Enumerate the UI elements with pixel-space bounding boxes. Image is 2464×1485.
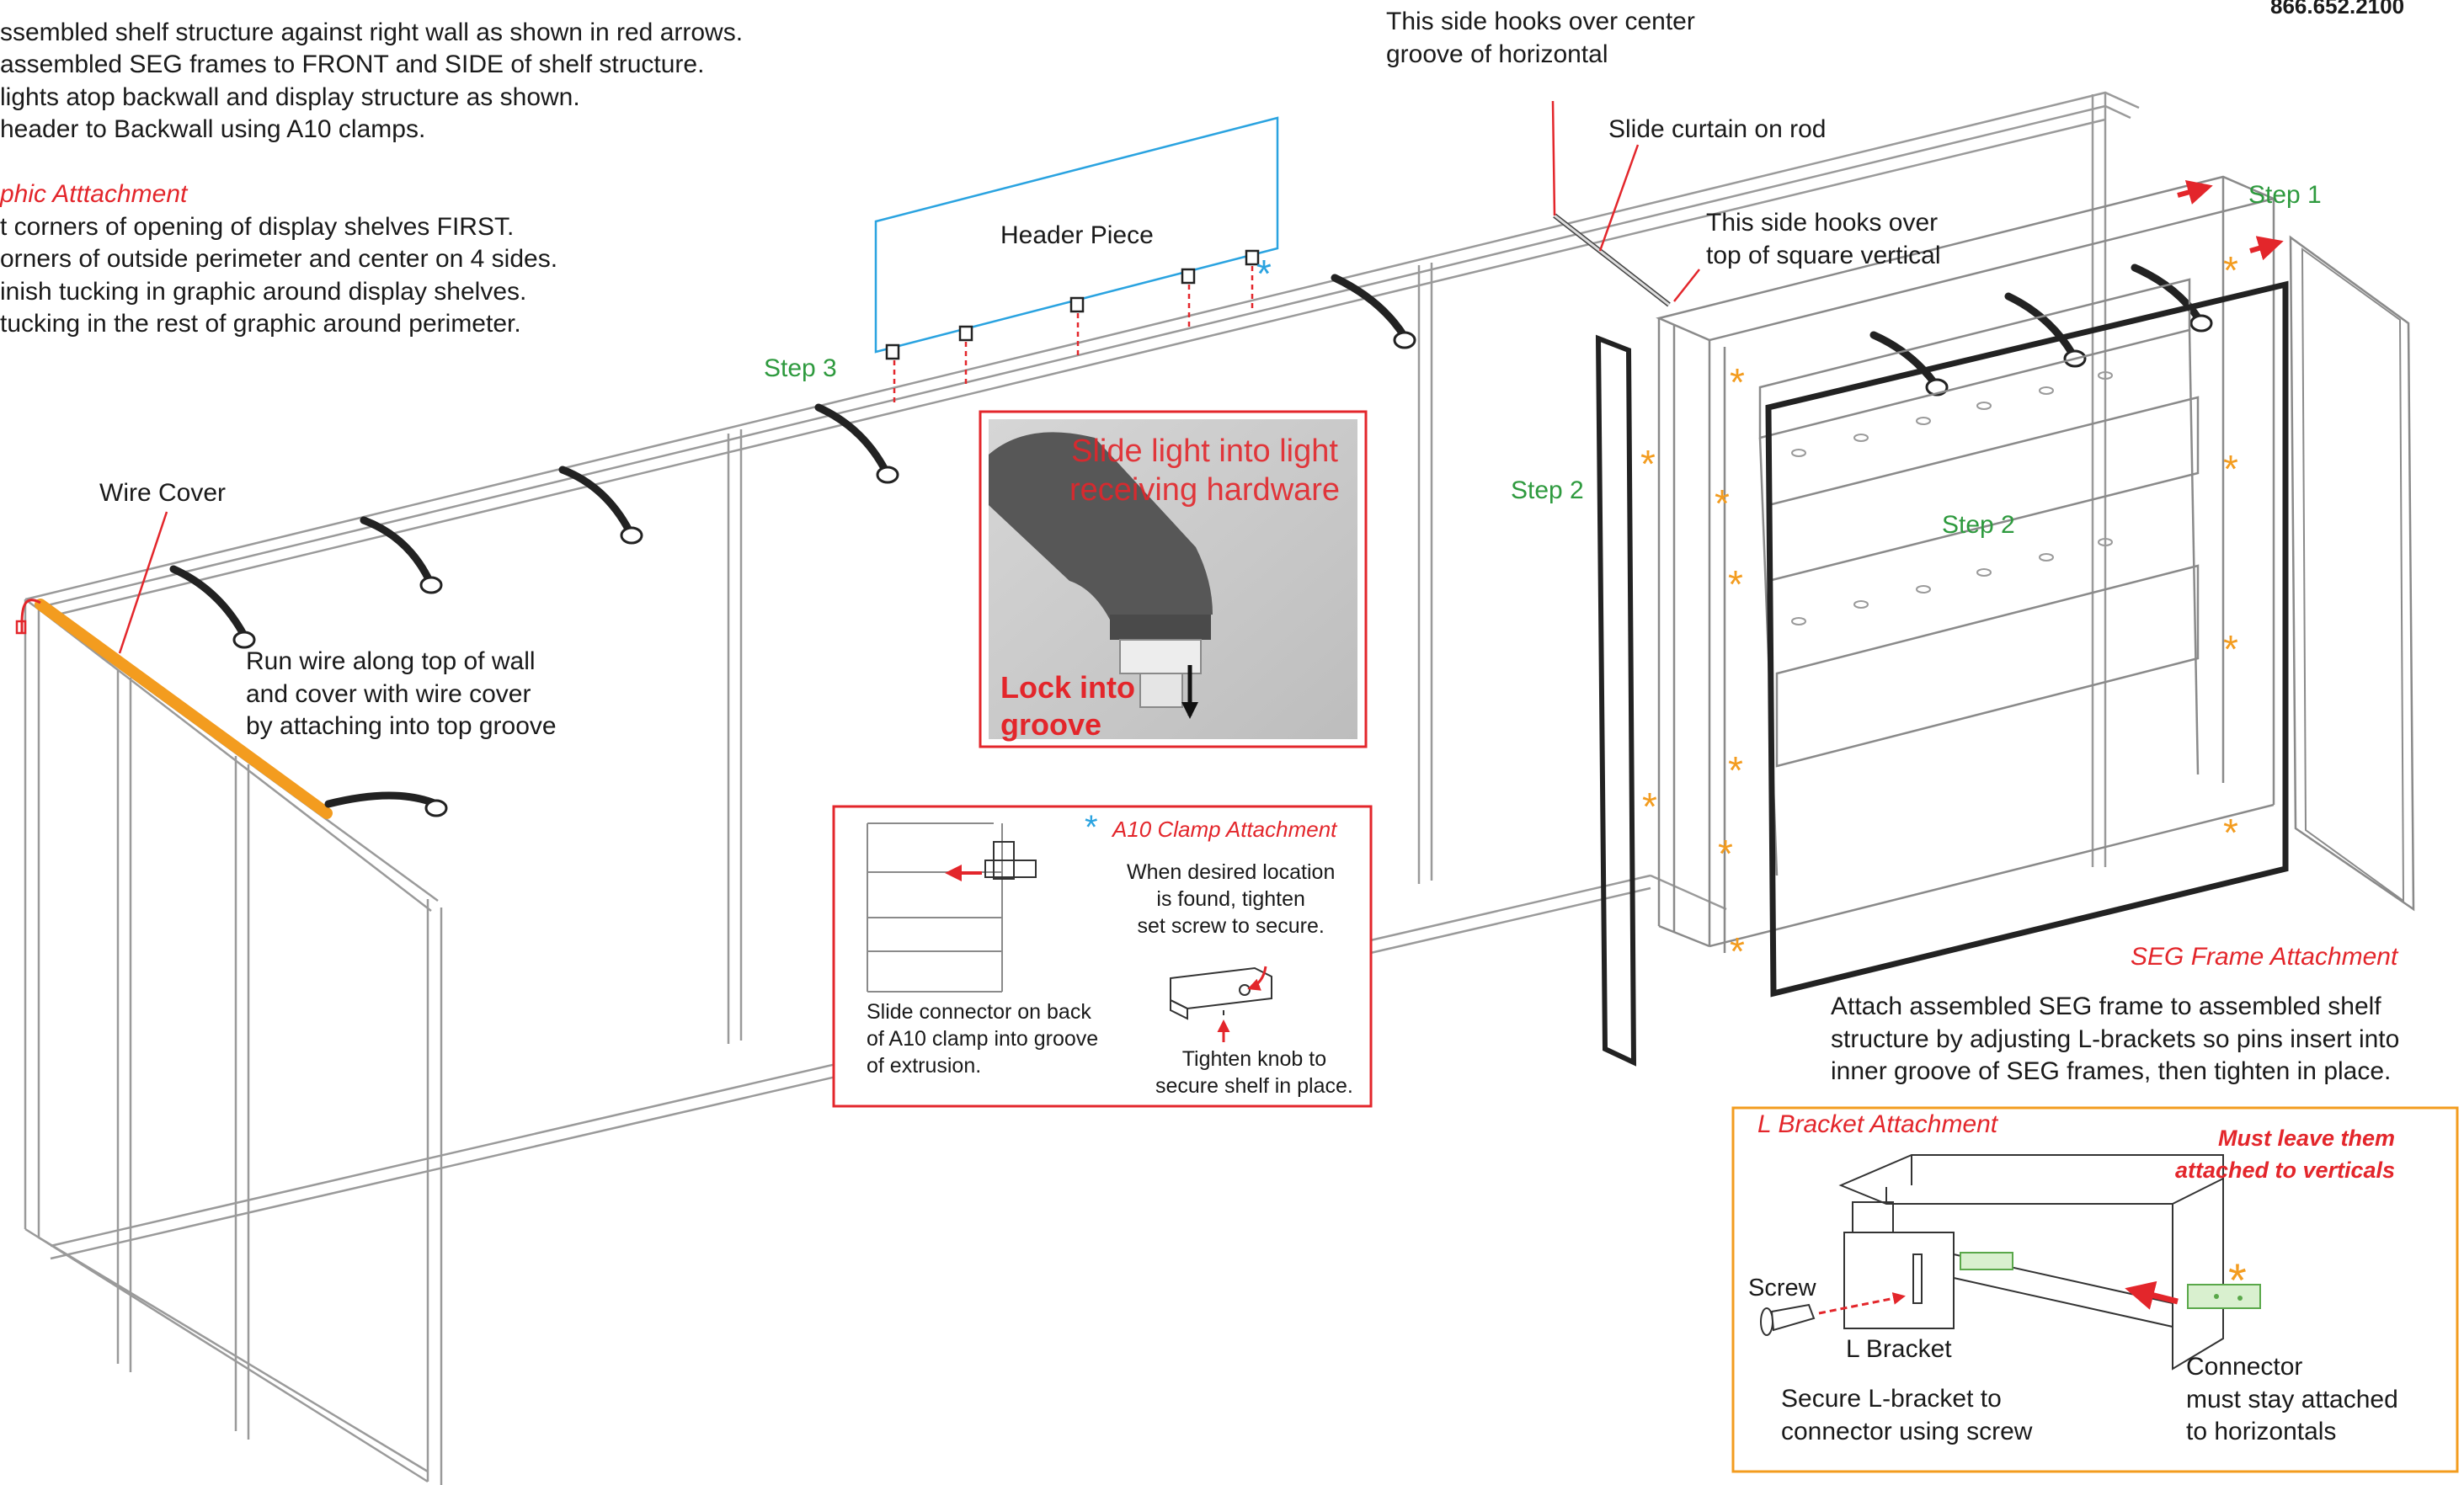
a10-slide-line-3: of extrusion.: [867, 1054, 982, 1078]
a10-tighten-line-2: secure shelf in place.: [1155, 1074, 1353, 1098]
attachment-marker: *: [2223, 811, 2238, 854]
a10-tighten-text: Tighten knob to secure shelf in place.: [1155, 1046, 1353, 1099]
graphic-attachment-title: phic Atttachment: [0, 180, 188, 208]
a10-slide-line-2: of A10 clamp into groove: [867, 1027, 1099, 1051]
run-wire-callout: Run wire along top of wall and cover wit…: [246, 646, 557, 743]
instruction-line-2: assembled SEG frames to FRONT and SIDE o…: [0, 51, 705, 78]
step-2-center-label: Step 2: [1942, 511, 2015, 539]
attachment-marker: *: [1730, 929, 1745, 973]
a10-slide-text: Slide connector on back of A10 clamp int…: [867, 998, 1098, 1079]
seg-text-line-1: Attach assembled SEG frame to assembled …: [1831, 993, 2381, 1020]
attachment-marker: *: [1642, 785, 1657, 828]
header-clamp-marker: *: [1256, 252, 1272, 295]
instruction-line-1: ssembled shelf structure against right w…: [0, 19, 744, 46]
graphic-line-1: t corners of opening of display shelves …: [0, 213, 515, 241]
attachment-marker: *: [1728, 562, 1743, 606]
seg-frame-side: [1595, 334, 1637, 1067]
attachment-marker: *: [2223, 627, 2238, 671]
attachment-marker: *: [2223, 447, 2238, 491]
step-3-label: Step 3: [764, 354, 837, 382]
attachment-marker: *: [1730, 360, 1745, 404]
a10-clamps: [885, 249, 1260, 360]
hooks-top-line-2: top of square vertical: [1706, 241, 1941, 269]
power-plug-icon: [20, 599, 41, 633]
l-bracket-label: L Bracket: [1846, 1335, 1952, 1363]
wire-cover-label: Wire Cover: [99, 479, 227, 507]
phone-number: 866.652.2100: [2270, 0, 2405, 19]
instruction-line-4: header to Backwall using A10 clamps.: [0, 115, 426, 143]
l-bracket-warning: Must leave them attached to verticals: [2174, 1122, 2395, 1186]
step-2-left-label: Step 2: [1511, 476, 1584, 504]
a10-marker: *: [1085, 809, 1098, 846]
seg-frame-text: Attach assembled SEG frame to assembled …: [1831, 991, 2399, 1088]
instruction-line-3: lights atop backwall and display structu…: [0, 83, 580, 111]
a10-extrusion-drawing: [867, 822, 1037, 993]
connector-text: Connector must stay attached to horizont…: [2186, 1351, 2398, 1449]
attachment-marker: *: [1715, 482, 1730, 525]
a10-clamp-box: [832, 805, 1373, 1108]
shelf-structure: [1656, 175, 2277, 953]
header-piece-outline: [874, 116, 1279, 354]
a10-desired-line-1: When desired location: [1127, 860, 1336, 884]
connector-piece: [2187, 1284, 2261, 1309]
secure-line-1: Secure L-bracket to: [1781, 1385, 2002, 1413]
connector-line-1: Connector: [2186, 1353, 2303, 1381]
connector-line-3: to horizontals: [2186, 1418, 2337, 1445]
attachment-marker: *: [1728, 748, 1743, 792]
l-bracket-secure-text: Secure L-bracket to connector using scre…: [1781, 1383, 2032, 1448]
seg-text-line-3: inner groove of SEG frames, then tighten…: [1831, 1057, 2392, 1085]
track-lights: [169, 263, 2204, 808]
l-bracket-title: L Bracket Attachment: [1757, 1110, 1998, 1138]
photo-caption-line-1: Lock into: [1000, 670, 1135, 705]
secure-line-2: connector using screw: [1781, 1417, 2033, 1445]
graphic-line-3: inish tucking in graphic around display …: [0, 278, 527, 306]
a10-title: A10 Clamp Attachment: [1112, 817, 1337, 842]
photo-caption-line-2: groove: [1000, 707, 1102, 742]
slide-curtain-callout: Slide curtain on rod: [1608, 115, 1827, 143]
connector-line-2: must stay attached: [2186, 1385, 2398, 1413]
hooks-center-line-2: groove of horizontal: [1386, 40, 1608, 68]
a10-desired-text: When desired location is found, tighten …: [1127, 859, 1335, 939]
a10-tighten-line-1: Tighten knob to: [1181, 1047, 1327, 1071]
run-wire-line-2: and cover with wire cover: [246, 679, 531, 708]
attachment-marker: *: [1640, 442, 1656, 486]
photo-caption: Lock into groove: [1000, 669, 1135, 743]
seg-frame-title: SEG Frame Attachment: [2131, 943, 2398, 971]
a10-slide-line-1: Slide connector on back: [867, 1000, 1091, 1024]
side-wall-right: [2289, 235, 2415, 912]
photo-title: Slide light into light receiving hardwar…: [1069, 432, 1340, 509]
hooks-center-callout: This side hooks over center groove of ho…: [1386, 6, 1695, 71]
l-bracket-box: [1731, 1106, 2459, 1473]
light-heads: [232, 314, 2213, 817]
shelf-holes: [1791, 371, 2113, 625]
step-1-label: Step 1: [2248, 181, 2322, 209]
hooks-center-line-1: This side hooks over center: [1386, 8, 1695, 35]
connector-marker: *: [2228, 1253, 2247, 1307]
left-side-wall: [24, 598, 443, 1485]
hooks-top-callout: This side hooks over top of square verti…: [1706, 207, 1940, 272]
seg-frame-front: [1765, 280, 2289, 998]
a10-desired-line-2: is found, tighten: [1156, 887, 1305, 911]
attachment-marker: *: [1718, 832, 1733, 876]
screw-icon: [1760, 1303, 1816, 1336]
screw-label: Screw: [1748, 1275, 1816, 1301]
wire-cover-strip: [35, 599, 333, 819]
a10-desired-line-3: set screw to secure.: [1137, 914, 1325, 938]
seg-text-line-2: structure by adjusting L-brackets so pin…: [1831, 1025, 2400, 1053]
graphic-line-2: orners of outside perimeter and center o…: [0, 245, 558, 273]
run-wire-line-3: by attaching into top groove: [246, 712, 557, 740]
photo-title-line-2: receiving hardware: [1069, 472, 1341, 508]
attachment-marker: *: [2223, 248, 2238, 292]
photo-title-line-1: Slide light into light: [1071, 434, 1338, 469]
photo-inset-frame: [979, 410, 1368, 748]
warning-line-2: attached to verticals: [2174, 1158, 2396, 1183]
graphic-line-4: tucking in the rest of graphic around pe…: [0, 310, 521, 338]
header-piece-label: Header Piece: [1000, 221, 1154, 249]
run-wire-line-1: Run wire along top of wall: [246, 647, 536, 675]
warning-line-1: Must leave them: [2218, 1126, 2396, 1151]
hooks-top-line-1: This side hooks over: [1706, 209, 1939, 237]
